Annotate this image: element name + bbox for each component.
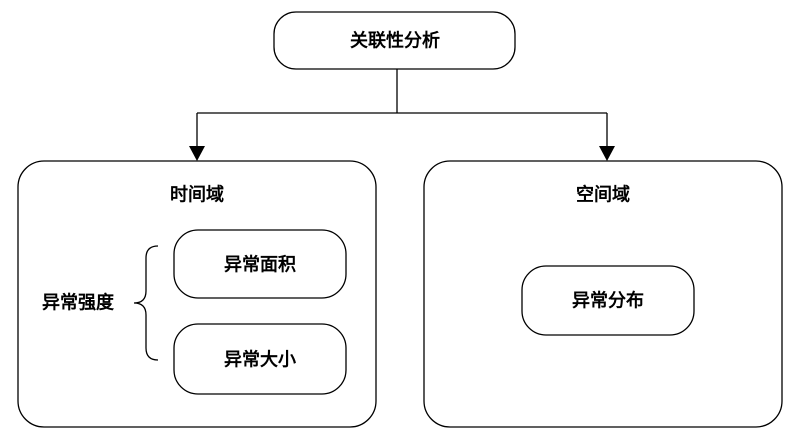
space-domain-title: 空间域 xyxy=(576,184,630,206)
anomaly-size-node: 异常大小 xyxy=(173,323,347,395)
left-arrowhead-icon xyxy=(189,146,205,161)
anomaly-size-box xyxy=(173,323,347,395)
anomaly-distribution-node: 异常分布 xyxy=(521,265,695,336)
anomaly-area-label: 异常面积 xyxy=(224,254,296,276)
anomaly-distribution-box xyxy=(521,265,695,336)
anomaly-area-node: 异常面积 xyxy=(173,229,347,299)
time-domain-title: 时间域 xyxy=(170,184,224,206)
time-domain-panel: 时间域 异常强度 异常面积 异常大小 xyxy=(17,160,377,428)
root-node-box xyxy=(273,11,516,70)
anomaly-distribution-label: 异常分布 xyxy=(572,290,644,312)
group-bracket xyxy=(133,245,159,361)
anomaly-area-box xyxy=(173,229,347,299)
right-arrowhead-icon xyxy=(599,146,615,161)
space-domain-panel: 空间域 异常分布 xyxy=(423,160,783,428)
root-node: 关联性分析 xyxy=(273,11,516,70)
anomaly-intensity-label: 异常强度 xyxy=(42,292,115,314)
anomaly-size-label: 异常大小 xyxy=(224,349,296,371)
connectors xyxy=(189,69,615,161)
root-node-label: 关联性分析 xyxy=(350,30,440,52)
